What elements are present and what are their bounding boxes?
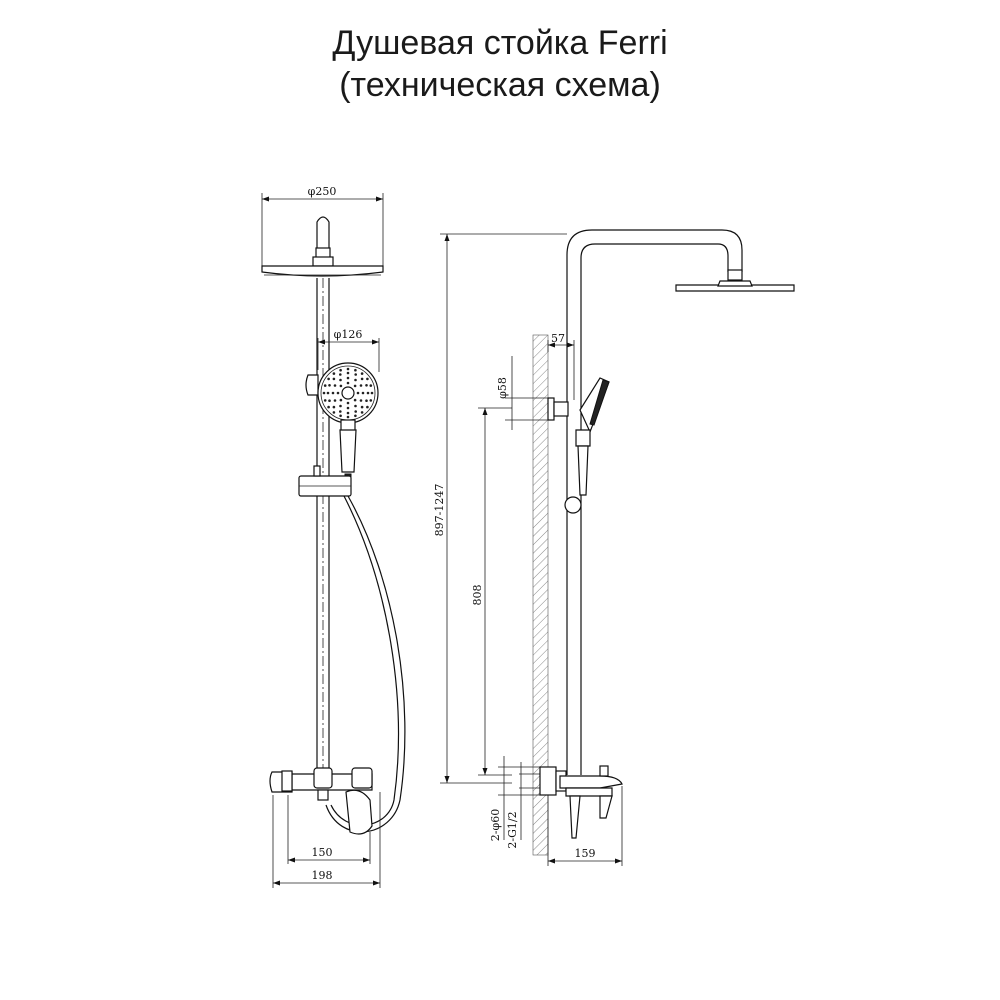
nozzle-dot	[369, 384, 373, 387]
nozzle-dot	[327, 377, 330, 381]
nozzle-dot	[339, 414, 342, 418]
nozzle-dot	[332, 372, 336, 375]
overhead-arm-front	[312, 216, 334, 267]
title-line-2: (техническая схема)	[339, 66, 661, 104]
nozzle-dot	[366, 405, 369, 409]
nozzle-dot	[339, 378, 342, 382]
rain-shower-head-front	[261, 265, 384, 277]
nozzle-dot	[360, 377, 364, 381]
nozzle-dot	[360, 411, 364, 414]
mixer-side	[539, 765, 623, 839]
dim-escutcheon-diameter: φ58	[496, 356, 548, 430]
nozzle-dot	[360, 405, 364, 409]
nozzle-dot	[366, 377, 369, 381]
nozzle-dot	[354, 404, 357, 408]
dim-outlet-diameter-label: 2-φ60	[489, 809, 502, 841]
dim-mixer-to-holder: 808	[471, 407, 512, 776]
nozzle-dot	[328, 399, 331, 403]
nozzle-dot	[354, 414, 357, 418]
dim-wall-offset-label: 57	[551, 332, 565, 345]
nozzle-dot	[354, 378, 357, 382]
wall-section	[532, 334, 549, 856]
dim-escutcheon-diameter-label: φ58	[496, 377, 509, 399]
dim-spout-depth-label: 159	[575, 847, 596, 860]
nozzle-dot	[333, 384, 337, 387]
nozzle-dot	[346, 381, 350, 385]
nozzle-dot	[369, 399, 373, 402]
nozzle-dot	[346, 415, 350, 419]
nozzle-dot	[339, 410, 342, 413]
dim-total-height: 897-1247	[433, 233, 567, 784]
dim-spacing-outer-label: 198	[312, 869, 333, 882]
nozzle-dot	[353, 384, 357, 388]
hand-shower-nozzles	[322, 367, 374, 419]
nozzle-dot	[361, 391, 365, 395]
nozzle-dot	[339, 384, 343, 388]
nozzle-dot	[346, 371, 350, 375]
dim-hand-shower-diameter: φ126	[317, 328, 380, 372]
side-view: 57 φ58 897-1247 808	[433, 229, 795, 866]
nozzle-dot	[354, 373, 358, 376]
nozzle-dot	[331, 391, 335, 395]
nozzle-dot	[339, 398, 343, 402]
nozzle-dot	[354, 410, 358, 413]
riser-pipe-front	[316, 278, 330, 772]
dim-spacing-inner-label: 150	[312, 846, 333, 859]
nozzle-dot	[370, 391, 374, 395]
riser-pipe-side	[566, 229, 743, 775]
rain-shower-head-side	[675, 269, 795, 292]
nozzle-dot	[332, 411, 336, 414]
nozzle-dot	[339, 404, 342, 408]
nozzle-dot	[327, 405, 330, 409]
hand-shower-side	[564, 377, 610, 514]
dim-total-height-label: 897-1247	[433, 484, 446, 537]
nozzle-dot	[365, 384, 368, 387]
front-view: φ250 φ126	[261, 185, 406, 888]
dim-mixer-to-holder-label: 808	[471, 585, 484, 606]
nozzle-dot	[366, 391, 370, 395]
dim-spacing-outer: 198	[272, 792, 381, 888]
nozzle-dot	[360, 372, 364, 375]
nozzle-dot	[333, 399, 337, 402]
dim-hand-shower-diameter-label: φ126	[334, 328, 363, 341]
mixer-front	[269, 767, 373, 835]
slide-holder-front	[298, 465, 352, 497]
dim-thread-size-label: 2-G1/2	[506, 811, 519, 848]
nozzle-dot	[356, 391, 360, 395]
nozzle-dot	[326, 391, 330, 395]
nozzle-dot	[353, 398, 357, 402]
wall-bracket-side	[547, 397, 569, 421]
nozzle-dot	[332, 405, 336, 409]
dim-spacing-inner: 150	[287, 795, 371, 864]
page-title: Душевая стойка Ferri (техническая схема)	[0, 22, 1000, 106]
nozzle-dot	[339, 368, 342, 372]
nozzle-dot	[332, 377, 336, 381]
nozzle-dot	[322, 391, 326, 395]
hand-shower-front	[305, 362, 379, 489]
nozzle-dot	[346, 411, 350, 415]
nozzle-dot	[336, 391, 340, 395]
nozzle-dot	[346, 367, 350, 371]
dim-spout-depth: 159	[547, 786, 623, 866]
nozzle-dot	[323, 384, 327, 387]
nozzle-dot	[346, 376, 350, 380]
nozzle-dot	[346, 406, 350, 410]
dim-head-diameter-label: φ250	[308, 185, 337, 198]
nozzle-dot	[365, 399, 368, 403]
nozzle-dot	[346, 401, 350, 405]
nozzle-dot	[339, 373, 342, 376]
dim-head-diameter: φ250	[261, 185, 384, 270]
nozzle-dot	[359, 384, 363, 387]
nozzle-dot	[354, 368, 357, 372]
nozzle-dot	[328, 384, 331, 387]
title-line-1: Душевая стойка Ferri	[332, 24, 668, 62]
dim-wall-offset: 57	[547, 332, 575, 400]
nozzle-dot	[323, 399, 327, 402]
nozzle-dot	[359, 399, 363, 402]
